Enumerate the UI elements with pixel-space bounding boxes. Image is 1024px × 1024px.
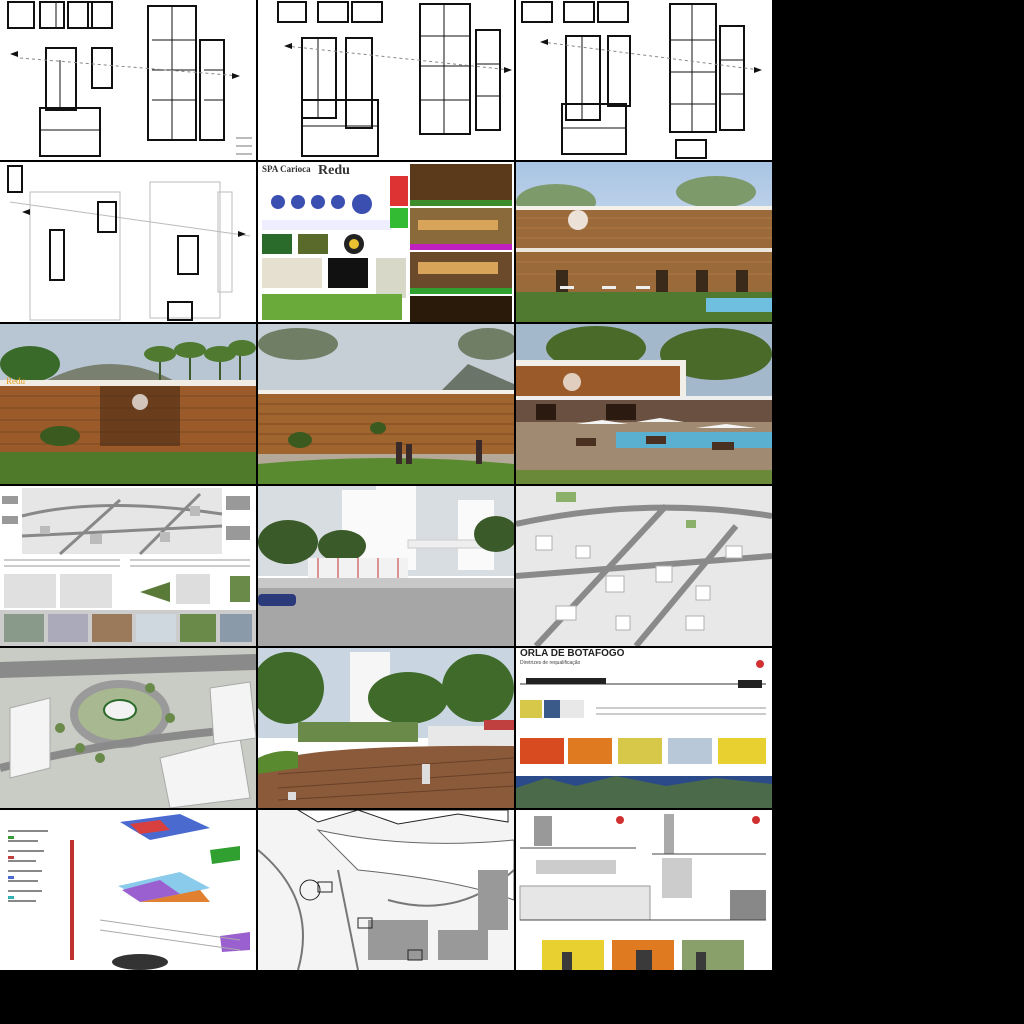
floor-plan-drawing <box>521 1 762 159</box>
thumbnail-orla-board[interactable]: ORLA DE BOTAFOGO Diretrizes de requalifi… <box>516 648 772 808</box>
sign-text: Redu <box>6 376 25 386</box>
urban-board-graphic <box>0 486 256 646</box>
render-image <box>258 486 514 646</box>
thumbnail-site-map[interactable] <box>258 810 514 970</box>
render-image <box>516 486 772 646</box>
render-image <box>0 648 256 808</box>
thumbnail-render-wall-people[interactable] <box>258 324 514 484</box>
board-title: ORLA DE BOTAFOGO <box>520 648 625 659</box>
thumbnail-render-facade-pool[interactable] <box>516 162 772 322</box>
image-gallery: SPA Carioca Redu <box>0 0 772 970</box>
site-plan-drawing <box>7 165 251 321</box>
thumbnail-urban-board[interactable] <box>0 486 256 646</box>
render-image <box>516 162 772 322</box>
render-image: Redu <box>0 324 256 484</box>
plan-diagram-graphic <box>0 810 256 970</box>
board-title: SPA Carioca <box>262 164 311 174</box>
floor-plan-drawing <box>277 1 512 157</box>
thumbnail-spa-board[interactable]: SPA Carioca Redu <box>258 162 514 322</box>
spa-board-graphic: SPA Carioca Redu <box>258 162 514 322</box>
thumbnail-elevations-board[interactable] <box>516 810 772 970</box>
elevations-board-graphic <box>516 810 772 970</box>
render-image <box>258 648 514 808</box>
render-image <box>258 324 514 484</box>
thumbnail-render-entrance[interactable]: Redu <box>0 324 256 484</box>
thumbnail-aerial-city[interactable] <box>516 486 772 646</box>
site-map-graphic <box>258 810 514 970</box>
thumbnail-site-plan[interactable] <box>0 162 256 322</box>
thumbnail-render-terrace[interactable] <box>516 324 772 484</box>
render-image <box>516 324 772 484</box>
thumbnail-render-plaza[interactable] <box>258 648 514 808</box>
board-subtitle: Diretrizes de requalificação <box>520 660 581 666</box>
thumbnail-floor-plan-1[interactable] <box>0 0 256 160</box>
thumbnail-aerial-roundabout[interactable] <box>0 648 256 808</box>
board-title-big: Redu <box>318 163 350 178</box>
thumbnail-floor-plan-2[interactable] <box>258 0 514 160</box>
thumbnail-plan-colored[interactable] <box>0 810 256 970</box>
thumbnail-floor-plan-3[interactable] <box>516 0 772 160</box>
orla-board-graphic: ORLA DE BOTAFOGO Diretrizes de requalifi… <box>516 648 772 808</box>
floor-plan-drawing <box>7 1 252 157</box>
thumbnail-render-street[interactable] <box>258 486 514 646</box>
